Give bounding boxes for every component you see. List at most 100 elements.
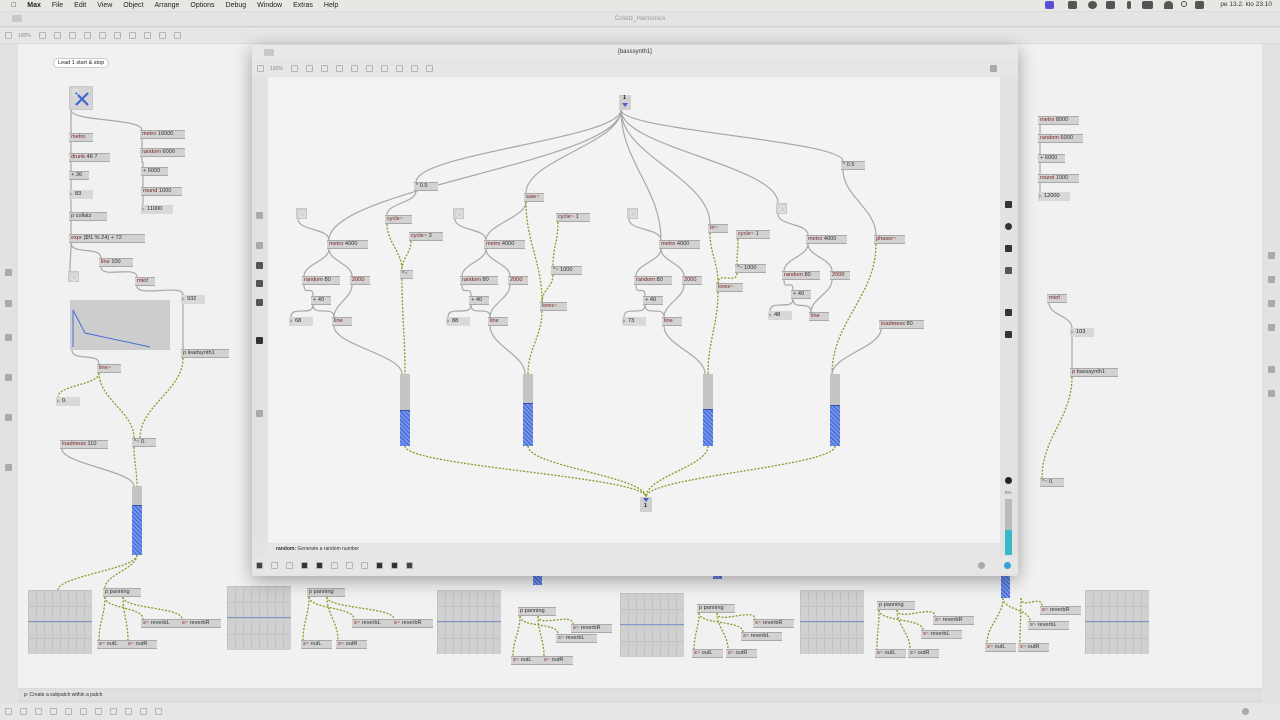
sidebar-menu-icon[interactable] <box>990 65 997 72</box>
zoom-menu[interactable]: 100% <box>270 65 283 72</box>
signal-cord[interactable] <box>716 612 729 650</box>
object-box[interactable]: p panning <box>518 607 556 616</box>
object-box[interactable]: s~ outL <box>692 649 723 658</box>
object-box[interactable]: *~ 0. <box>132 438 156 447</box>
patch-cord[interactable] <box>485 201 527 241</box>
signal-cord[interactable] <box>876 609 880 650</box>
dsp-power-icon[interactable] <box>1004 562 1011 569</box>
object-box[interactable]: + 40 <box>311 296 331 305</box>
patch-cord[interactable] <box>842 169 877 236</box>
menu-arrange[interactable]: Arrange <box>149 2 180 9</box>
object-box[interactable]: expr ($f1 % 24) + 72 <box>69 234 145 243</box>
new-slider-icon[interactable] <box>380 65 388 72</box>
audio-settings-icon[interactable] <box>155 708 162 715</box>
menu-extras[interactable]: Extras <box>287 2 313 9</box>
object-box[interactable]: 2000 <box>508 276 528 285</box>
new-comment-icon[interactable] <box>320 65 328 72</box>
number-icon[interactable] <box>256 280 263 287</box>
patch-cord[interactable] <box>312 304 335 318</box>
signal-cord[interactable] <box>104 596 144 620</box>
patch-cord[interactable] <box>792 298 812 313</box>
patch-cord[interactable] <box>290 304 314 318</box>
menu-window[interactable]: Window <box>251 2 282 9</box>
signal-cord[interactable] <box>1019 597 1022 644</box>
object-box[interactable]: saw~ <box>524 193 544 202</box>
signal-cord[interactable] <box>122 596 183 620</box>
bluetooth-icon[interactable] <box>1127 1 1131 9</box>
object-box[interactable]: random 6000 <box>1038 134 1083 143</box>
new-toggle-icon[interactable] <box>350 65 358 72</box>
object-box[interactable]: s~ reverbL <box>741 632 782 641</box>
object-box[interactable]: *~ 0. <box>1040 478 1064 487</box>
number-box[interactable]: 73 <box>622 317 646 326</box>
star-icon[interactable] <box>5 464 12 471</box>
add-icon[interactable] <box>410 65 418 72</box>
signal-cord[interactable] <box>1020 597 1043 607</box>
patch-cord[interactable] <box>663 325 706 375</box>
layers-icon[interactable] <box>65 708 72 715</box>
signal-cord[interactable] <box>986 597 1004 644</box>
object-box[interactable]: s~ outR <box>542 656 573 665</box>
patch-cord[interactable] <box>489 284 511 318</box>
object-box[interactable]: + 40 <box>791 290 811 299</box>
apple-icon[interactable]:  <box>11 2 16 9</box>
patch-cord[interactable] <box>136 285 184 296</box>
new-slider-icon[interactable] <box>128 32 136 39</box>
object-box[interactable]: * 0.5 <box>841 161 865 170</box>
patch-cord[interactable] <box>635 248 662 277</box>
object-box[interactable]: + 40 <box>643 296 663 305</box>
signal-cord[interactable] <box>401 278 406 375</box>
patch-cord[interactable] <box>328 248 353 277</box>
patch-cord[interactable] <box>454 218 487 241</box>
patch-cord[interactable] <box>461 284 472 297</box>
object-box[interactable]: metro 16000 <box>140 130 185 139</box>
signal-cord[interactable] <box>302 596 310 641</box>
paint-icon[interactable] <box>425 65 433 72</box>
object-box[interactable]: metro 4000 <box>806 235 847 244</box>
patch-cord[interactable] <box>303 248 330 277</box>
mixer-icon[interactable] <box>1268 390 1275 397</box>
zoom-menu[interactable]: 100% <box>18 32 31 39</box>
toggle[interactable] <box>296 208 307 219</box>
number-box[interactable]: 0. <box>56 397 80 406</box>
toggle[interactable] <box>68 271 79 282</box>
grid-icon[interactable] <box>80 708 87 715</box>
object-box[interactable]: line <box>332 317 352 326</box>
object-box[interactable]: s~ reverbL <box>556 634 597 643</box>
screen-record-icon[interactable] <box>1045 1 1054 9</box>
snapshot-icon[interactable] <box>1268 366 1275 373</box>
image-icon[interactable] <box>256 299 263 306</box>
object-box[interactable]: s~ outL <box>985 643 1016 652</box>
add-icon[interactable] <box>158 32 166 39</box>
new-comment-icon[interactable] <box>68 32 76 39</box>
object-box[interactable]: p panning <box>697 604 735 613</box>
patch-cord[interactable] <box>769 298 794 312</box>
wifi-icon[interactable] <box>1164 1 1173 9</box>
app-status-icon[interactable] <box>1106 1 1115 9</box>
gain-slider[interactable] <box>1001 572 1010 598</box>
window-tab-icon[interactable] <box>264 49 274 56</box>
object-box[interactable]: s~ reverbL <box>352 619 393 628</box>
audio-settings-icon[interactable] <box>406 562 413 569</box>
message-icon[interactable] <box>5 300 12 307</box>
signal-cord[interactable] <box>133 446 138 487</box>
object-box[interactable]: line <box>809 312 829 321</box>
patch-cord[interactable] <box>635 284 646 297</box>
debug-icon[interactable] <box>110 708 117 715</box>
number-box[interactable]: 11000 <box>141 205 173 214</box>
object-box[interactable]: cycle~ 3 <box>409 232 443 241</box>
gain-slider[interactable] <box>830 374 840 446</box>
patch-cord[interactable] <box>333 325 403 375</box>
output-level-meter[interactable] <box>1005 499 1012 555</box>
number-box[interactable]: 103 <box>1070 328 1094 337</box>
object-box[interactable]: mtof <box>1047 294 1067 303</box>
patch-cord[interactable] <box>783 279 794 291</box>
new-button-icon[interactable] <box>83 32 91 39</box>
new-object-icon[interactable] <box>38 32 46 39</box>
audio-icon[interactable] <box>256 262 263 269</box>
object-box[interactable]: p panning <box>877 601 915 610</box>
patch-cord[interactable] <box>386 190 417 216</box>
signal-cord[interactable] <box>645 445 836 498</box>
number-box[interactable]: 68 <box>289 317 313 326</box>
number-box[interactable]: 48 <box>768 311 792 320</box>
